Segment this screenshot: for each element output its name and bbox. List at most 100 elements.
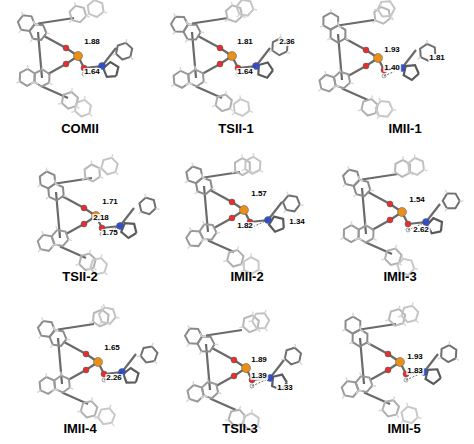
- hydrogen-stick: [98, 168, 102, 170]
- hydrogen-stick: [231, 2, 233, 6]
- aromatic-ring: [20, 69, 35, 86]
- hydrogen-stick: [204, 396, 208, 397]
- hydrogen-stick: [194, 66, 196, 70]
- hydrogen-stick: [84, 96, 86, 100]
- hydrogen-stick: [287, 192, 288, 196]
- hydrogen-stick: [260, 170, 263, 172]
- hydrogen-stick: [212, 189, 216, 190]
- atom-ball: [363, 47, 369, 53]
- aromatic-ring: [174, 71, 189, 88]
- bond-stick: [362, 174, 398, 180]
- bond-distance: 2.62: [412, 226, 430, 234]
- hydrogen-stick: [195, 192, 198, 194]
- hydrogen-stick: [58, 103, 62, 104]
- hydrogen-stick: [241, 264, 244, 267]
- hydrogen-stick: [112, 423, 114, 426]
- hydrogen-stick: [330, 9, 331, 13]
- bond-stick: [198, 36, 220, 48]
- hydrogen-stick: [359, 176, 360, 180]
- hydrogen-stick: [242, 154, 243, 158]
- hydrogen-stick: [19, 30, 21, 33]
- aromatic-ring: [188, 385, 204, 402]
- bond-distance: 1.93: [383, 46, 401, 54]
- bond-distance: 1.88: [83, 38, 101, 46]
- hydrogen-stick: [186, 39, 188, 42]
- pyrrolidine-ring: [404, 65, 419, 80]
- molecule-model: [37, 154, 159, 275]
- hydrogen-stick: [340, 238, 343, 240]
- aromatic-ring: [186, 231, 203, 246]
- hydrogen-stick: [104, 12, 108, 13]
- aromatic-ring: [234, 99, 250, 116]
- hydrogen-stick: [192, 381, 194, 385]
- hydrogen-stick: [412, 302, 413, 306]
- hydrogen-stick: [348, 166, 349, 170]
- hydrogen-stick: [242, 16, 246, 17]
- atom-ball: [83, 367, 89, 373]
- hydrogen-stick: [91, 161, 93, 165]
- aromatic-ring: [171, 17, 188, 32]
- hydrogen-stick: [77, 411, 81, 413]
- hydrogen-stick: [355, 238, 358, 240]
- hydrogen-stick: [101, 306, 103, 310]
- hydrogen-stick: [49, 83, 52, 85]
- hydrogen-stick: [185, 180, 188, 182]
- hydrogen-stick: [82, 178, 85, 180]
- hydrogen-stick: [171, 84, 174, 86]
- hydrogen-stick: [393, 397, 394, 401]
- molecule-model: [340, 154, 463, 276]
- hydrogen-stick: [108, 323, 111, 325]
- hydrogen-stick: [86, 14, 89, 16]
- hydrogen-stick: [103, 304, 104, 308]
- hydrogen-stick: [360, 372, 361, 376]
- hydrogen-stick: [69, 20, 72, 23]
- hydrogen-stick: [239, 327, 243, 328]
- structure-label: IMII-1: [388, 122, 421, 135]
- hydrogen-stick: [45, 373, 47, 377]
- aromatic-ring: [98, 408, 115, 424]
- hydrogen-stick: [200, 333, 202, 336]
- hydrogen-stick: [253, 153, 255, 157]
- hydrogen-stick: [37, 390, 40, 392]
- hydrogen-stick: [393, 109, 397, 111]
- hydrogen-stick: [333, 86, 336, 89]
- structure-label: IMII-4: [63, 422, 96, 435]
- hydrogen-stick: [201, 396, 204, 399]
- bond-stick: [338, 20, 374, 26]
- hydrogen-stick: [265, 310, 267, 313]
- hydrogen-stick: [34, 82, 37, 84]
- aromatic-ring: [75, 100, 91, 117]
- hydrogen-stick: [232, 171, 235, 173]
- hydrogen-stick: [137, 355, 141, 357]
- hydrogen-stick: [402, 255, 403, 259]
- hydrogen-stick: [359, 326, 360, 330]
- bond-stick: [208, 241, 234, 253]
- hydrogen-stick: [110, 405, 111, 409]
- hydrogen-stick: [349, 342, 352, 344]
- hydrogen-stick: [42, 66, 44, 70]
- atom-ball: [398, 208, 407, 217]
- hydrogen-stick: [94, 417, 98, 419]
- hydrogen-stick: [46, 197, 49, 199]
- hydrogen-stick: [403, 323, 406, 326]
- hydrogen-stick: [56, 226, 57, 230]
- bond-distance: 1.54: [408, 196, 426, 204]
- hydrogen-stick: [414, 154, 416, 158]
- molecule-model: [318, 0, 438, 119]
- hydrogen-stick: [22, 12, 23, 16]
- bond-stick: [212, 348, 234, 360]
- hydrogen-stick: [360, 330, 363, 332]
- hydrogen-stick: [125, 39, 127, 43]
- hydrogen-stick: [75, 2, 76, 6]
- hydrogen-stick: [204, 82, 207, 84]
- hydrogen-stick: [337, 22, 338, 26]
- hydrogen-stick: [370, 189, 374, 191]
- hydrogen-stick: [55, 389, 58, 391]
- hydrogen-stick: [232, 113, 235, 115]
- pyrrolidine-ring: [123, 368, 138, 383]
- hydrogen-stick: [174, 13, 176, 16]
- hydrogen-stick: [188, 24, 192, 26]
- hydrogen-stick: [55, 329, 59, 331]
- hydrogen-stick: [212, 105, 216, 106]
- bond-distance: 1.81: [236, 38, 254, 46]
